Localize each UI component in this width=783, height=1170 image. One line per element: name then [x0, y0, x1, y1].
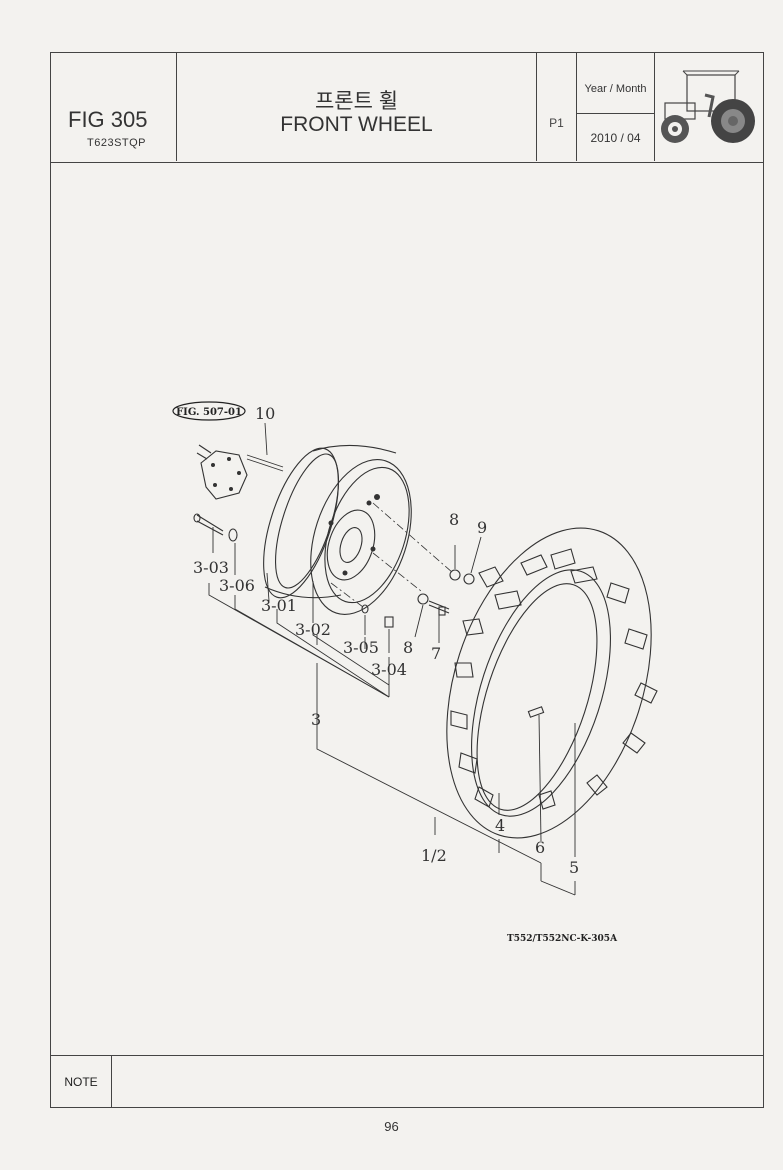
title-korean: 프론트 휠	[314, 90, 399, 113]
fig-number: FIG 305	[68, 107, 148, 132]
note-row: NOTE	[51, 1055, 763, 1107]
nut-3-04	[384, 616, 394, 628]
bolt-3-03	[193, 513, 224, 536]
bolt-7	[428, 600, 450, 616]
callout-3-01: 3-01	[261, 596, 297, 615]
washer-8b	[417, 593, 429, 605]
callout-3-02: 3-02	[295, 620, 331, 639]
year-month-divider	[577, 113, 654, 114]
callout-8b: 8	[403, 638, 413, 657]
callout-3-04: 3-04	[371, 660, 407, 679]
year-month-label: Year / Month	[584, 83, 647, 95]
exploded-view-diagram: FIG. 507-01 10	[172, 401, 658, 944]
title-cell: 프론트 휠 FRONT WHEEL	[177, 53, 537, 161]
callout-7: 7	[431, 644, 441, 663]
callout-5: 5	[569, 858, 579, 877]
ref-fig-callout[interactable]: FIG. 507-01	[172, 401, 246, 421]
page-id-cell: P1	[537, 53, 577, 161]
callout-4: 4	[495, 816, 505, 835]
year-month-cell: Year / Month 2010 / 04	[577, 53, 655, 161]
header: FIG 305 T623STQP 프론트 휠 FRONT WHEEL P1 Ye…	[51, 53, 763, 163]
note-label: NOTE	[51, 1056, 112, 1107]
page-number: 96	[384, 1119, 399, 1134]
tractor-cell	[655, 53, 763, 161]
page-id: P1	[549, 116, 564, 130]
title-english: FRONT WHEEL	[280, 113, 433, 136]
callout-6: 6	[535, 838, 545, 857]
callout-9: 9	[477, 518, 487, 537]
nut-9	[463, 573, 475, 585]
wheel-rim	[263, 444, 412, 615]
fig-cell: FIG 305 T623STQP	[51, 53, 177, 161]
callout-3: 3	[311, 710, 321, 729]
callout-3-06: 3-06	[219, 576, 255, 595]
hub-flange	[196, 444, 284, 500]
callout-8a: 8	[449, 510, 459, 529]
drawing-code: T552/T552NC-K-305A	[507, 934, 618, 944]
model-code: T623STQP	[87, 137, 147, 149]
washer-3-06	[228, 528, 238, 542]
callout-10: 10	[255, 404, 275, 423]
callout-3-05: 3-05	[343, 638, 379, 657]
page-frame: FIG 305 T623STQP 프론트 휠 FRONT WHEEL P1 Ye…	[50, 52, 764, 1108]
year-month-value: 2010 / 04	[590, 131, 641, 145]
callout-1-2: 1/2	[421, 846, 447, 865]
ref-fig-text: FIG. 507-01	[176, 407, 242, 418]
callout-3-03: 3-03	[193, 558, 229, 577]
tractor-icon	[661, 70, 755, 143]
washer-8a	[449, 569, 461, 581]
tire	[446, 527, 658, 839]
washer-3-05	[361, 604, 369, 614]
